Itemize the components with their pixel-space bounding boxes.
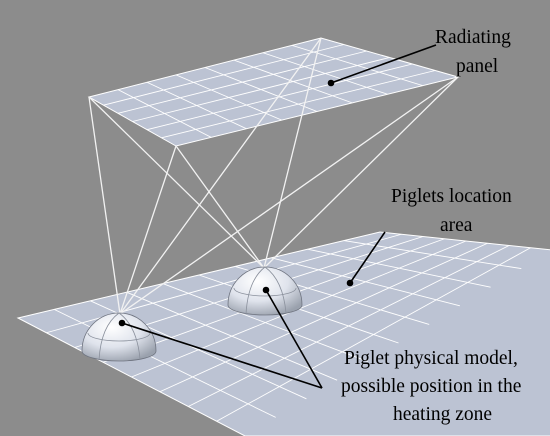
label-model-line3: heating zone bbox=[393, 404, 492, 425]
dot-model-back bbox=[262, 286, 270, 294]
ray-2 bbox=[119, 37, 322, 315]
dot-panel bbox=[327, 79, 335, 87]
ray-1 bbox=[88, 96, 121, 315]
panel-grid-line-v1 bbox=[103, 44, 344, 106]
leader-area bbox=[349, 231, 386, 284]
radiation-rays bbox=[88, 37, 459, 315]
leader-lines bbox=[121, 44, 437, 389]
dome-front-meridian-1 bbox=[98, 312, 120, 361]
dot-area bbox=[346, 279, 354, 287]
label-model-line1: Piglet physical model, bbox=[344, 348, 518, 369]
panel-grid-line-v4 bbox=[146, 63, 413, 131]
ray-5 bbox=[88, 96, 265, 269]
floor-surface bbox=[16, 231, 550, 436]
label-model-line2: possible position in the bbox=[341, 376, 521, 397]
leader-dots bbox=[118, 79, 354, 327]
ray-3 bbox=[119, 145, 177, 315]
dome-back-band bbox=[233, 287, 297, 297]
floor-grid-line-v6 bbox=[188, 245, 510, 407]
leader-panel bbox=[330, 44, 437, 84]
piglet-model-front bbox=[81, 312, 157, 362]
ray-4 bbox=[119, 76, 459, 315]
panel-grid-line-v3 bbox=[132, 57, 390, 122]
ray-8 bbox=[263, 76, 459, 269]
ray-7 bbox=[175, 145, 265, 269]
dome-back-meridian-1 bbox=[245, 266, 266, 315]
ray-6 bbox=[263, 37, 322, 269]
label-panel-line1: Radiating bbox=[435, 27, 511, 48]
floor-grid-line-v7 bbox=[216, 247, 531, 422]
dome-front-meridian-2 bbox=[118, 312, 141, 360]
dome-back-meridian-2 bbox=[264, 266, 287, 314]
floor-grid-line-v5 bbox=[159, 242, 488, 393]
label-area-line2: area bbox=[440, 215, 473, 236]
leader-model-back bbox=[265, 289, 323, 389]
radiating-panel bbox=[87, 37, 460, 147]
panel-grid-line-v2 bbox=[117, 50, 367, 114]
panel-grid-line-v5 bbox=[161, 70, 436, 139]
dot-model-front bbox=[118, 319, 126, 327]
label-panel-line2: panel bbox=[456, 56, 499, 77]
label-area-line1: Piglets location bbox=[391, 186, 512, 207]
dome-front-band bbox=[87, 332, 151, 342]
panel-grid bbox=[103, 44, 436, 139]
leader-model-front bbox=[121, 322, 323, 389]
